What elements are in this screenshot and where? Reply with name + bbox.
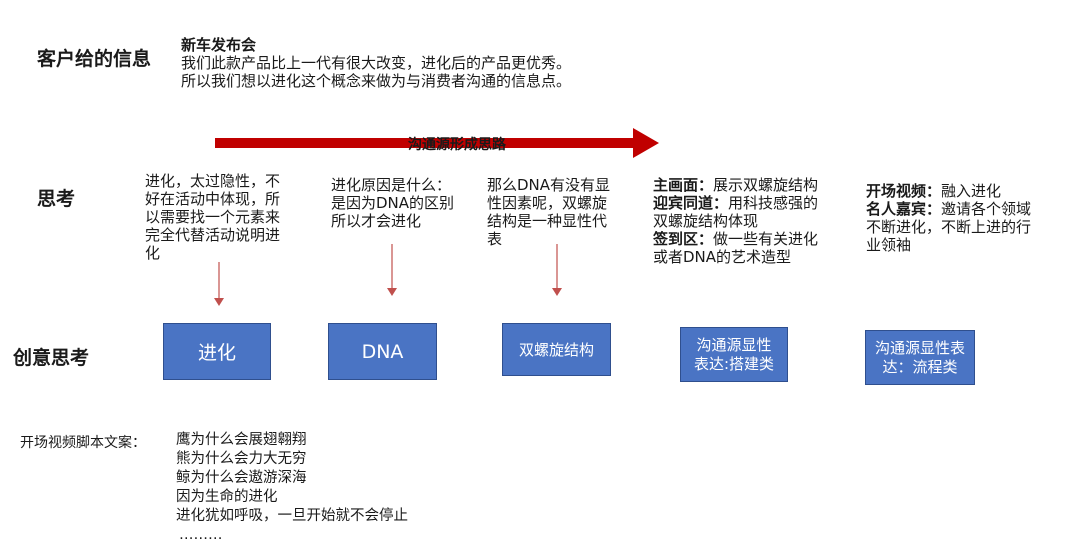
box-label: 双螺旋结构: [518, 341, 594, 359]
thought-text: 做一些有关进化: [713, 230, 819, 248]
client-info-block: 新车发布会 我们此款产品比上一代有很大改变，进化后的产品更优秀。 所以我们想以进…: [181, 36, 571, 90]
script-line: 进化犹如呼吸，一旦开始就不会停止: [176, 508, 408, 524]
thought-key: 签到区：: [653, 230, 714, 248]
label-creative-thinking: 创意思考: [13, 347, 90, 369]
thought-line: 进化，太过隐性，不: [145, 172, 281, 190]
client-title: 新车发布会: [181, 36, 257, 54]
box-label-line: 沟通源显性表: [874, 338, 965, 357]
thought-col-4: 主画面：展示双螺旋结构 迎宾同道：用科技感强的 双螺旋结构体现 签到区：做一些有…: [653, 176, 818, 266]
thought-item: 主画面：展示双螺旋结构: [653, 176, 818, 194]
box-label: 进化: [197, 342, 236, 364]
thought-line: 那么DNA有没有显: [487, 176, 611, 194]
box-explicit-process: 沟通源显性表 达：流程类: [865, 330, 975, 385]
thought-col-5: 开场视频：融入进化 名人嘉宾：邀请各个领域 不断进化，不断上进的行 业领袖: [866, 182, 1031, 254]
down-arrow-3: [552, 244, 562, 296]
thought-item: 或者DNA的艺术造型: [653, 248, 818, 266]
script-line: 因为生命的进化: [176, 489, 278, 505]
thought-line: 表: [487, 230, 503, 248]
thought-line: 化: [145, 244, 161, 262]
thought-text: 或者DNA的艺术造型: [653, 248, 792, 266]
script-line: 鹰为什么会展翅翱翔: [176, 432, 307, 448]
thought-item: 开场视频：融入进化: [866, 182, 1031, 200]
thought-item: 业领袖: [866, 236, 1031, 254]
script-label: 开场视频脚本文案：: [20, 435, 146, 451]
box-label: DNA: [361, 340, 404, 363]
thought-text: 业领袖: [866, 236, 912, 254]
thought-line: 性因素呢，双螺旋: [487, 194, 608, 212]
arrow-shape: [215, 128, 659, 158]
thought-col-3: 那么DNA有没有显 性因素呢，双螺旋 结构是一种显性代 表: [487, 176, 610, 248]
thought-col-1: 进化，太过隐性，不 好在活动中体现，所 以需要找一个元素来 完全代替活动说明进 …: [145, 172, 280, 262]
thought-item: 签到区：做一些有关进化: [653, 230, 818, 248]
client-line-1: 我们此款产品比上一代有很大改变，进化后的产品更优秀。: [181, 54, 572, 72]
thought-item: 名人嘉宾：邀请各个领域: [866, 200, 1031, 218]
box-label-line: 达：流程类: [882, 357, 958, 376]
thought-text: 融入进化: [941, 182, 1002, 200]
thought-item: 迎宾同道：用科技感强的: [653, 194, 818, 212]
thought-key: 名人嘉宾：: [866, 200, 942, 218]
box-dna: DNA: [328, 323, 437, 380]
box-explicit-build: 沟通源显性 表达:搭建类: [680, 327, 788, 382]
thought-key: 开场视频：: [866, 182, 942, 200]
thought-col-2: 进化原因是什么： 是因为DNA的区别 所以才会进化: [331, 176, 454, 230]
thought-item: 双螺旋结构体现: [653, 212, 818, 230]
thought-item: 不断进化，不断上进的行: [866, 218, 1031, 236]
thought-line: 以需要找一个元素来: [145, 208, 281, 226]
script-line: ………: [179, 527, 223, 543]
down-arrow-2: [387, 244, 397, 296]
box-evolution: 进化: [163, 323, 271, 380]
thought-text: 邀请各个领域: [941, 200, 1032, 218]
thought-line: 好在活动中体现，所: [145, 190, 281, 208]
thought-key: 迎宾同道：: [653, 194, 729, 212]
thought-line: 是因为DNA的区别: [331, 194, 455, 212]
label-client-info: 客户给的信息: [37, 48, 152, 70]
thought-text: 用科技感强的: [728, 194, 819, 212]
box-label-line: 表达:搭建类: [693, 354, 775, 373]
thought-line: 结构是一种显性代: [487, 212, 608, 230]
thought-line: 完全代替活动说明进: [145, 226, 281, 244]
thought-text: 双螺旋结构体现: [653, 212, 759, 230]
label-thinking: 思考: [37, 188, 76, 210]
script-line: 熊为什么会力大无穷: [176, 451, 307, 467]
thinking-direction-arrow: [215, 128, 659, 158]
box-double-helix: 双螺旋结构: [502, 323, 611, 376]
thought-key: 主画面：: [653, 176, 714, 194]
down-arrow-1: [214, 262, 224, 306]
arrow-label: 沟通源形成思路: [408, 137, 506, 153]
script-lines: 鹰为什么会展翅翱翔 熊为什么会力大无穷 鲸为什么会遨游深海 因为生命的进化 进化…: [176, 431, 408, 545]
thought-text: 展示双螺旋结构: [713, 176, 819, 194]
thought-line: 所以才会进化: [331, 212, 422, 230]
box-label-line: 沟通源显性: [696, 335, 772, 354]
thought-text: 不断进化，不断上进的行: [866, 218, 1032, 236]
client-line-2: 所以我们想以进化这个概念来做为与消费者沟通的信息点。: [181, 72, 572, 90]
thought-line: 进化原因是什么：: [331, 176, 452, 194]
script-line: 鲸为什么会遨游深海: [176, 470, 307, 486]
